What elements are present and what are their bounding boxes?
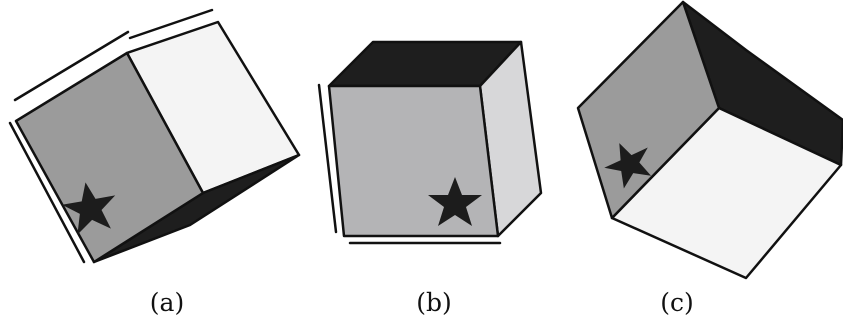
star-icon [604,143,652,189]
panel-b [317,40,543,245]
cube-a-front-face [14,51,205,264]
panel-a [8,8,301,264]
guide-line-a-left [8,121,86,264]
cube-b-front-face [327,84,500,238]
guide-line-b-left [317,83,338,234]
guide-line-a-top-right [128,8,214,40]
caption-a: (a) [150,288,184,317]
star-icon [62,182,116,235]
caption-c: (c) [660,288,694,317]
panel-c [576,0,843,280]
star-icon [428,177,482,226]
guide-line-a-top-left [13,30,130,102]
caption-b: (b) [416,288,452,317]
